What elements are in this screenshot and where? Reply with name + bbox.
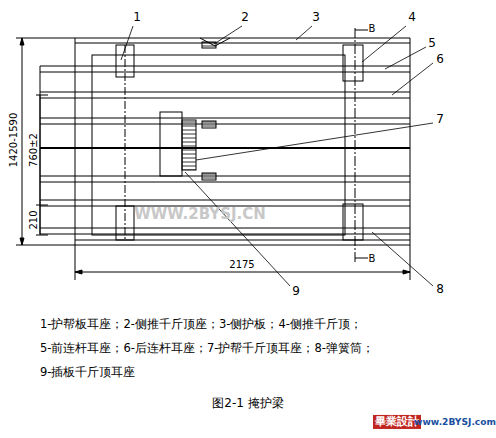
leader-line — [196, 123, 433, 160]
guard-plate-ear-seat — [116, 45, 134, 240]
section-mark: B — [369, 23, 376, 34]
side-plate — [75, 38, 410, 245]
callout-number: 7 — [436, 113, 444, 126]
callout-number: 5 — [428, 37, 436, 50]
figure-caption: 图2-1 掩护梁 — [212, 397, 283, 410]
watermark: WWW.2BYSJ.CN — [134, 206, 266, 223]
part-list-line: 9-插板千斤顶耳座 — [40, 366, 135, 379]
leader-line — [372, 232, 433, 286]
watermark-url: www.2BYSJ.com — [414, 417, 496, 427]
section-mark: B — [369, 253, 376, 264]
jack-seat — [160, 38, 230, 180]
part-list-line: 1-护帮板耳座；2-侧推千斤顶座；3-侧护板；4-侧推千斤顶； — [40, 318, 362, 331]
leader-line — [214, 26, 242, 44]
callout-number: 6 — [436, 53, 444, 66]
watermark-logo: 畢業設計 — [373, 415, 421, 429]
leader-line — [121, 26, 133, 60]
leader-line — [296, 26, 312, 40]
dimension-text: 2175 — [228, 259, 255, 270]
part-list-line: 5-前连杆耳座；6-后连杆耳座；7-护帮千斤顶耳座；8-弹簧筒； — [40, 342, 374, 355]
callout-number: 2 — [241, 11, 249, 24]
dimension-text: 760±2 — [28, 132, 39, 168]
dimension-lines — [16, 38, 410, 280]
leader-line — [385, 47, 426, 69]
callout-number: 3 — [312, 11, 320, 24]
callout-number: 4 — [408, 11, 416, 24]
callout-number: 8 — [436, 283, 444, 296]
leader-line — [392, 63, 433, 95]
leader-lines — [121, 26, 433, 286]
callout-number: 1 — [133, 11, 141, 24]
dimension-text: 210 — [28, 209, 39, 230]
side-jack — [343, 28, 368, 262]
leader-line — [185, 172, 290, 286]
callout-number: 9 — [292, 285, 300, 298]
dimension-text: 1420-1590 — [8, 112, 19, 169]
